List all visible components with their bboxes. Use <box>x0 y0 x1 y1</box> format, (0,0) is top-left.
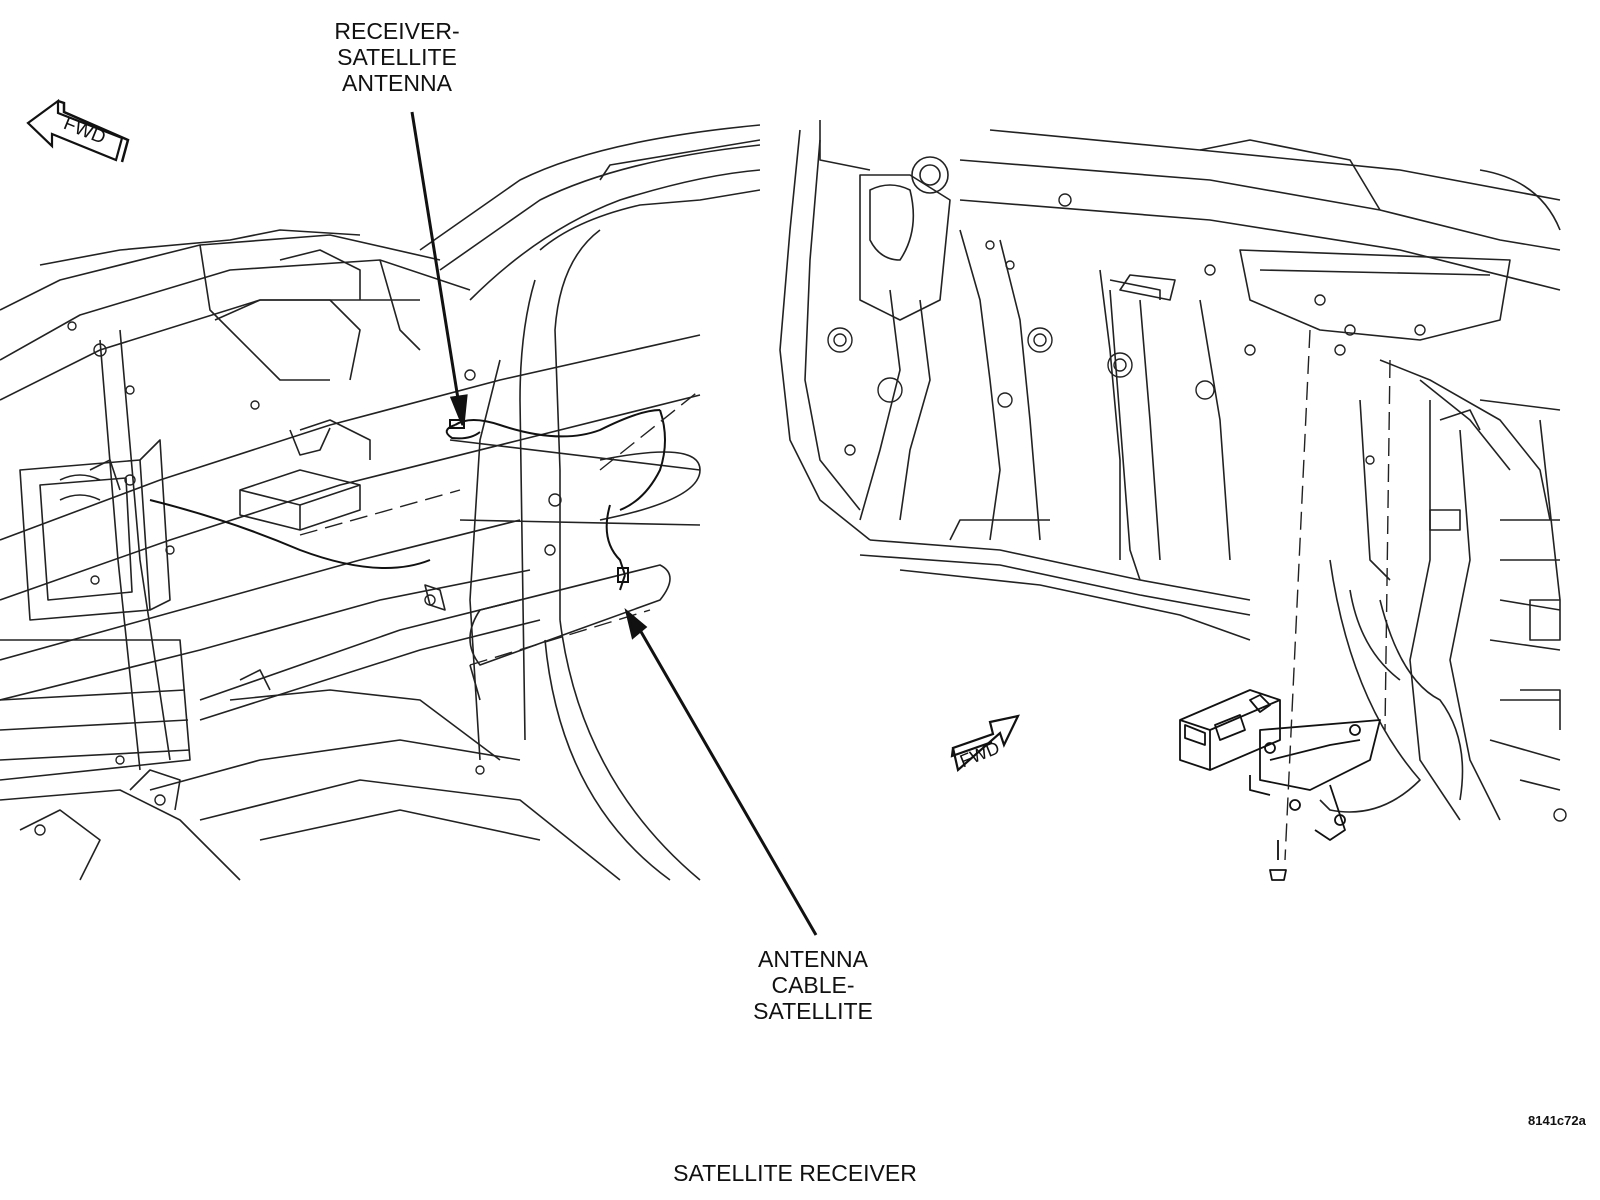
fwd-arrow-left-icon: FWD <box>26 98 130 163</box>
left-view-fasteners <box>34 321 562 836</box>
leader-line-antenna-cable <box>638 629 818 936</box>
fwd-arrow-right-icon: FWD <box>950 714 1020 773</box>
callout-receiver-satellite-antenna: RECEIVER- SATELLITE ANTENNA <box>334 18 460 96</box>
satellite-antenna-cable <box>149 409 666 591</box>
left-view-dashed-lines <box>299 389 701 666</box>
leader-arrowhead-receiver-antenna <box>449 394 468 426</box>
leader-arrowhead-antenna-cable <box>624 607 648 640</box>
leader-line-receiver-antenna <box>410 111 461 406</box>
right-view-fasteners <box>827 193 1567 822</box>
figure-caption: SATELLITE RECEIVER <box>673 1160 917 1186</box>
figure-id: 8141c72a <box>1528 1113 1586 1128</box>
callout-antenna-cable-satellite: ANTENNA CABLE- SATELLITE <box>753 946 873 1024</box>
right-view-vehicle-structure <box>779 120 1561 821</box>
leader-lines <box>410 111 818 936</box>
right-view-dashed-lines <box>1284 329 1391 861</box>
satellite-receiver-module <box>1179 689 1381 881</box>
left-view-vehicle-structure <box>0 124 760 881</box>
